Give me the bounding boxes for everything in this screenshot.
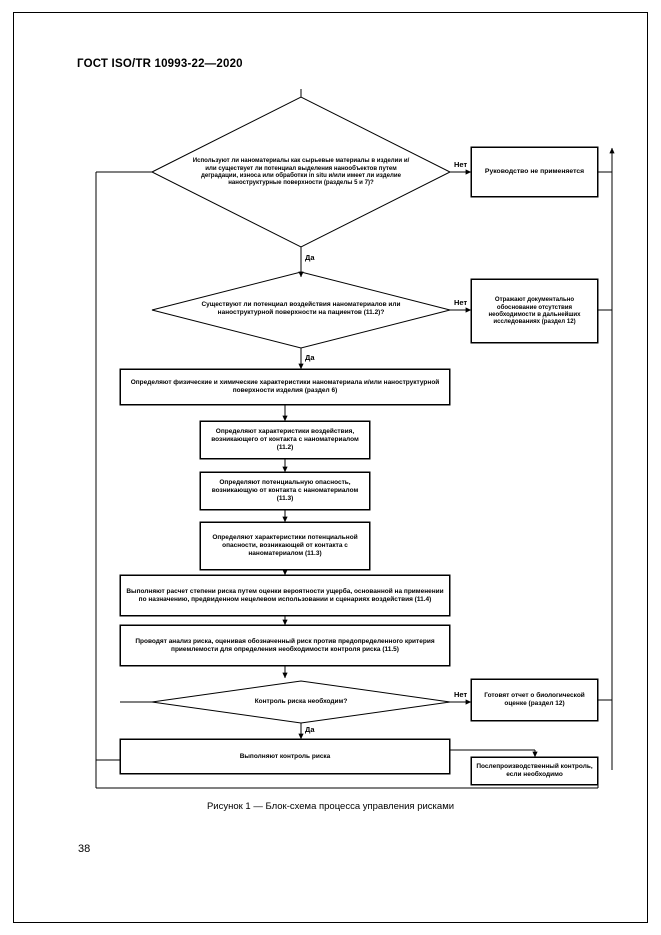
process-node-physicochemical-characterization-label: Определяют физические и химические харак…: [130, 379, 440, 394]
process-node-guidance-not-applicable: Руководство не применяется: [471, 147, 598, 197]
edge-label-d2-no: Нет: [453, 298, 469, 307]
process-node-exposure-characterization-label: Определяют характеристики воздействия, в…: [211, 428, 359, 451]
process-node-document-justification: Отражают документально обоснование отсут…: [471, 279, 598, 343]
process-node-exposure-characterization: Определяют характеристики воздействия, в…: [200, 421, 370, 459]
process-node-hazard-characterization: Определяют характеристики потенциальной …: [200, 522, 370, 570]
edge-label-d2-yes: Да: [304, 353, 316, 362]
process-node-risk-analysis: Проводят анализ риска, оценивая обозначе…: [120, 625, 450, 666]
process-node-perform-risk-control-label: Выполняют контроль риска: [239, 752, 331, 760]
edge-label-d1-no: Нет: [453, 160, 469, 169]
process-node-risk-estimation: Выполняют расчет степени риска путем оце…: [120, 575, 450, 616]
process-node-postproduction-monitoring-label: Послепроизводственный контроль, если нео…: [476, 763, 593, 778]
process-node-hazard-identification: Определяют потенциальную опасность, возн…: [200, 472, 370, 510]
process-node-hazard-characterization-label: Определяют характеристики потенциальной …: [212, 534, 358, 557]
edge-label-d1-yes: Да: [304, 253, 316, 262]
edge-label-d3-no: Нет: [453, 690, 469, 699]
process-node-document-justification-label: Отражают документально обоснование отсут…: [488, 296, 581, 326]
process-node-risk-estimation-label: Выполняют расчет степени риска путем оце…: [126, 587, 444, 603]
edge-label-d3-yes: Да: [304, 725, 316, 734]
process-node-perform-risk-control: Выполняют контроль риска: [120, 739, 450, 774]
process-node-hazard-identification-label: Определяют потенциальную опасность, возн…: [211, 479, 359, 502]
process-node-biological-evaluation-report-label: Готовят отчет о биологической оценке (ра…: [484, 692, 585, 707]
process-node-risk-analysis-label: Проводят анализ риска, оценивая обозначе…: [135, 637, 435, 653]
document-header: ГОСТ ISO/TR 10993-22—2020: [77, 58, 243, 70]
page-number: 38: [78, 843, 91, 855]
process-node-physicochemical-characterization: Определяют физические и химические харак…: [120, 369, 450, 405]
figure-caption: Рисунок 1 — Блок-схема процесса управлен…: [206, 801, 455, 812]
process-node-guidance-not-applicable-label: Руководство не применяется: [484, 167, 585, 175]
process-node-postproduction-monitoring: Послепроизводственный контроль, если нео…: [471, 757, 598, 785]
process-node-biological-evaluation-report: Готовят отчет о биологической оценке (ра…: [471, 679, 598, 721]
